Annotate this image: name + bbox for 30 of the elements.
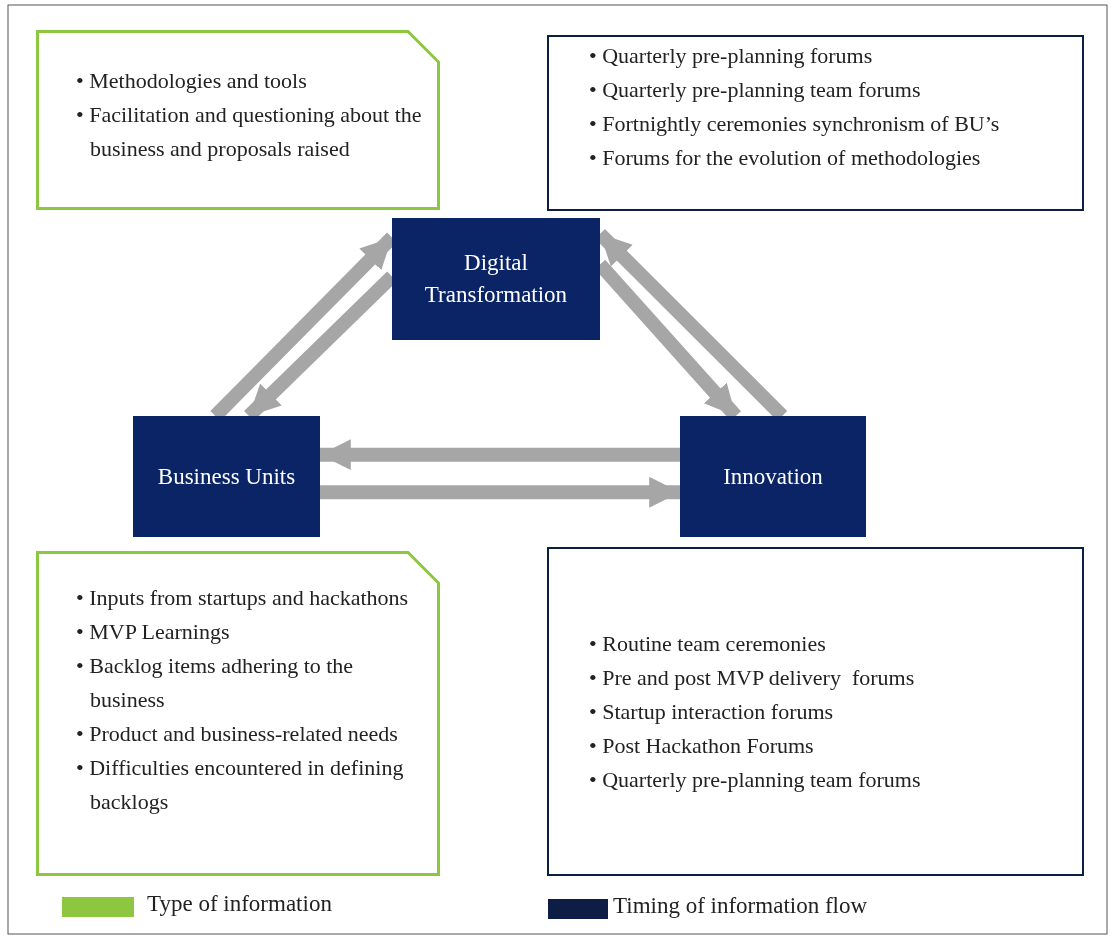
bullet-item: • Fortnightly ceremonies synchronism of BU’s	[589, 110, 1001, 138]
info-box	[36, 551, 440, 876]
bullet-item: • Startup interaction forums	[589, 698, 835, 726]
arrow	[320, 476, 680, 508]
timing-box	[547, 547, 1084, 876]
legend-label: Type of information	[147, 891, 332, 917]
bullet-item: • Routine team ceremonies	[589, 630, 827, 658]
bullet-item: • MVP Learnings	[76, 618, 231, 646]
bullet-item: • Backlog items adhering to the business	[76, 652, 355, 714]
bullet-item: • Facilitation and questioning about the business and proposals raised	[76, 101, 423, 163]
unit-box	[392, 218, 600, 340]
bullet-item: • Pre and post MVP delivery forums	[589, 664, 916, 692]
unit-box	[133, 416, 320, 537]
info-box	[36, 30, 440, 210]
bullet-item: • Quarterly pre-planning forums	[589, 42, 874, 70]
bullet-item: • Forums for the evolution of methodologies	[589, 144, 982, 172]
bullet-item: • Difficulties encountered in defining backlogs	[76, 754, 405, 816]
bullet-item: • Product and business-related needs	[76, 720, 399, 748]
timing-box	[547, 35, 1084, 211]
unit-label: Innovation	[723, 462, 823, 491]
bullet-item: • Inputs from startups and hackathons	[76, 584, 410, 612]
legend-label: Timing of information flow	[613, 893, 868, 919]
bullet-item: • Quarterly pre-planning team forums	[589, 766, 922, 794]
unit-box	[680, 416, 866, 537]
arrow	[320, 439, 680, 471]
unit-label: Business Units	[157, 462, 296, 491]
bullet-item: • Post Hackathon Forums	[589, 732, 815, 760]
bullet-item: • Methodologies and tools	[76, 67, 308, 95]
unit-label: Digital Transformation	[423, 249, 569, 309]
bullet-item: • Quarterly pre-planning team forums	[589, 76, 922, 104]
